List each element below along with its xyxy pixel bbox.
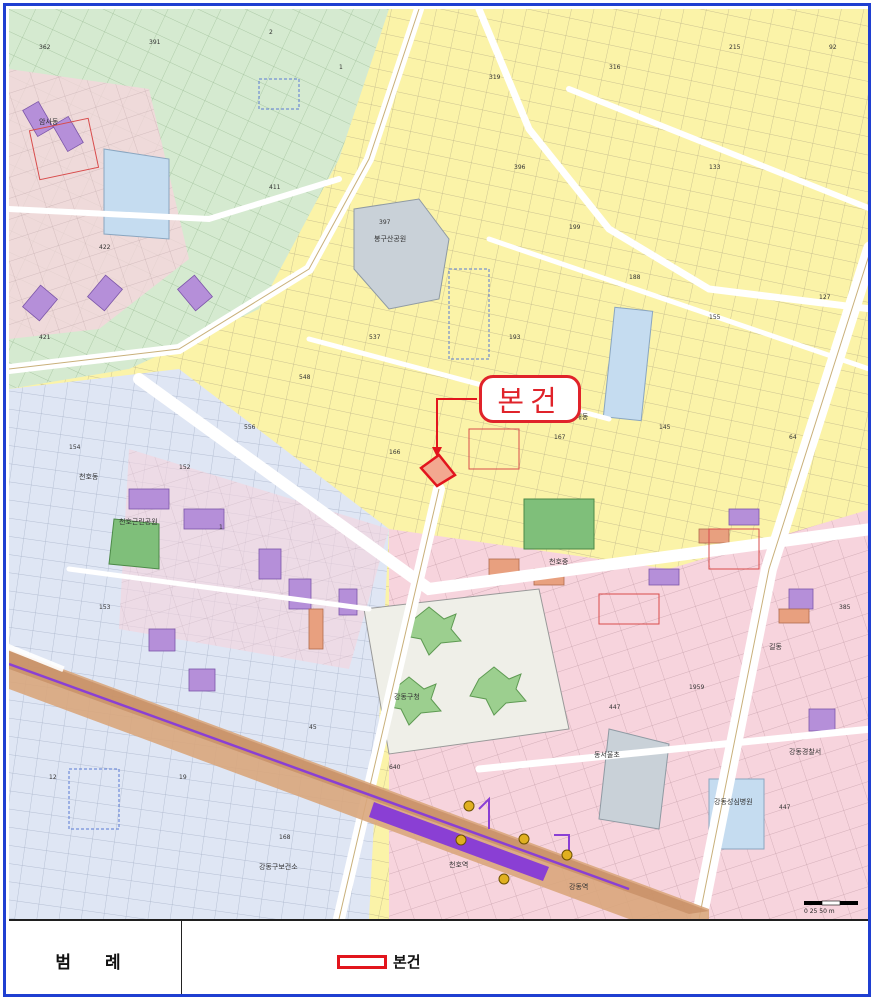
- map-place-label: 천호역: [449, 860, 468, 869]
- tree-cluster: [404, 606, 462, 656]
- svg-text:12: 12: [49, 774, 57, 781]
- svg-text:411: 411: [269, 184, 281, 191]
- svg-text:145: 145: [659, 424, 671, 431]
- school-field: [523, 498, 595, 550]
- svg-text:391: 391: [149, 39, 161, 46]
- svg-text:537: 537: [369, 334, 381, 341]
- map-place-label: 강동성심병원: [714, 797, 753, 806]
- svg-text:154: 154: [69, 444, 81, 451]
- svg-text:64: 64: [789, 434, 797, 441]
- map-place-label: 천호동: [79, 472, 99, 481]
- tree-cluster: [384, 676, 442, 726]
- svg-text:167: 167: [554, 434, 566, 441]
- svg-text:19: 19: [179, 774, 187, 781]
- svg-text:215: 215: [729, 44, 741, 51]
- svg-text:168: 168: [279, 834, 291, 841]
- legend-title: 범 례: [9, 921, 182, 994]
- svg-text:385: 385: [839, 604, 851, 611]
- map-place-label: 성내동: [569, 412, 589, 421]
- map-place-label: 동서울초: [594, 750, 620, 759]
- svg-text:548: 548: [299, 374, 311, 381]
- map-place-label: 암사동: [39, 117, 59, 126]
- small-park: [108, 518, 160, 570]
- tree-cluster: [469, 666, 527, 716]
- subway-line: [9, 662, 630, 891]
- subject-parcel[interactable]: [419, 453, 457, 488]
- map-place-label: 봉구산공원: [374, 234, 406, 243]
- svg-text:127: 127: [819, 294, 831, 301]
- svg-text:133: 133: [709, 164, 721, 171]
- stadium-block: [598, 728, 670, 830]
- svg-text:2: 2: [269, 29, 273, 36]
- map-place-label: 강동역: [569, 882, 588, 891]
- svg-text:640: 640: [389, 764, 401, 771]
- scale-bar: 0 25 50 m: [804, 900, 858, 915]
- svg-text:188: 188: [629, 274, 641, 281]
- svg-text:1: 1: [219, 524, 223, 531]
- map-place-label: 천호근린공원: [119, 517, 158, 526]
- legend-item-label: 본건: [393, 953, 421, 971]
- svg-text:447: 447: [779, 804, 791, 811]
- legend: 범 례 본건: [9, 919, 868, 994]
- legend-item-subject: 본건: [337, 951, 421, 972]
- svg-text:422: 422: [99, 244, 111, 251]
- svg-text:155: 155: [709, 314, 721, 321]
- map-place-label: 강동구보건소: [259, 862, 298, 871]
- svg-text:1: 1: [339, 64, 343, 71]
- svg-text:153: 153: [99, 604, 111, 611]
- svg-text:362: 362: [39, 44, 51, 51]
- svg-text:45: 45: [309, 724, 317, 731]
- svg-text:92: 92: [829, 44, 837, 51]
- school-block: [103, 148, 170, 240]
- mixed-zone-west: [9, 69, 189, 339]
- svg-text:556: 556: [244, 424, 256, 431]
- park-block: [353, 198, 450, 310]
- svg-text:1959: 1959: [689, 684, 704, 691]
- map-place-label: 강동구청: [394, 692, 420, 701]
- reservoir-block: [602, 306, 654, 422]
- svg-text:319: 319: [489, 74, 501, 81]
- svg-text:193: 193: [509, 334, 521, 341]
- subject-swatch-icon: [337, 954, 387, 969]
- svg-text:396: 396: [514, 164, 526, 171]
- svg-text:0 25 50 m: 0 25 50 m: [804, 908, 835, 915]
- map-place-label: 강동경찰서: [789, 747, 821, 756]
- subject-callout: 본건: [479, 375, 581, 423]
- svg-text:199: 199: [569, 224, 581, 231]
- svg-text:397: 397: [379, 219, 391, 226]
- map-place-label: 길동: [769, 643, 782, 651]
- map-place-label: 천호중: [549, 557, 569, 566]
- svg-text:421: 421: [39, 334, 51, 341]
- svg-text:152: 152: [179, 464, 191, 471]
- svg-text:316: 316: [609, 64, 621, 71]
- svg-text:447: 447: [609, 704, 621, 711]
- svg-text:166: 166: [389, 449, 401, 456]
